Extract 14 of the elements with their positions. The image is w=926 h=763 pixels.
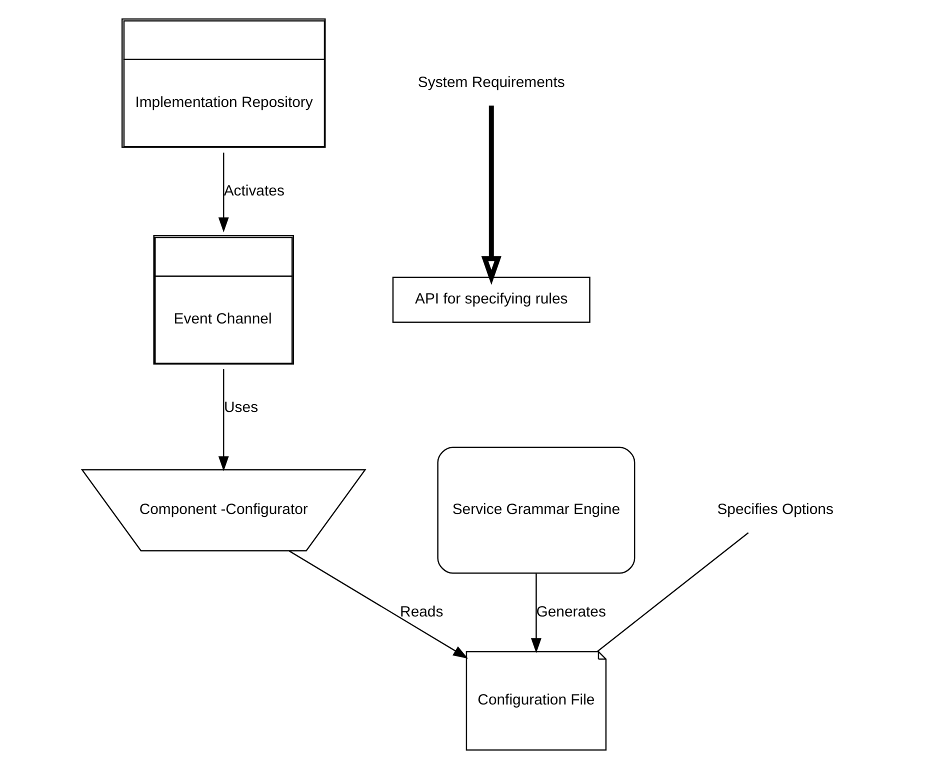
node-box: API for specifying rules — [392, 276, 590, 322]
edge-label: Uses — [224, 398, 258, 416]
arrow — [481, 105, 502, 284]
connector — [596, 532, 749, 652]
node-text: System Requirements — [418, 73, 565, 90]
arrow — [218, 152, 229, 232]
node-box: Service Grammar Engine — [437, 446, 636, 574]
arrow — [530, 573, 542, 653]
edge-label: Generates — [536, 602, 606, 620]
arrow — [218, 368, 229, 471]
arrow — [288, 550, 468, 658]
edge-label: Reads — [400, 602, 444, 620]
node-text: Specifies Options — [717, 500, 834, 518]
edge-label: Activates — [224, 182, 284, 199]
